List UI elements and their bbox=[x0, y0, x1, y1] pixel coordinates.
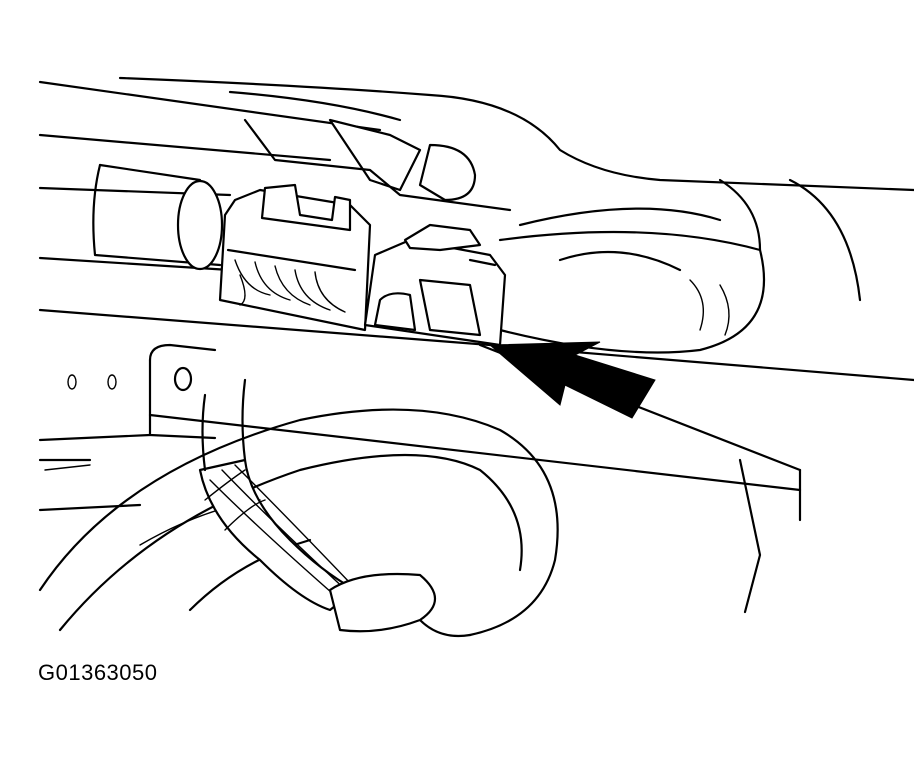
upper-harness bbox=[118, 76, 914, 614]
mounting-bracket bbox=[67, 343, 217, 392]
target-connector bbox=[363, 223, 507, 347]
harness-clip bbox=[243, 118, 512, 212]
left-tube bbox=[92, 163, 224, 271]
lower-harness-loop bbox=[38, 408, 559, 638]
main-connector bbox=[218, 183, 372, 332]
figure-id-label: G01363050 bbox=[38, 660, 158, 685]
pointer-arrow bbox=[488, 341, 656, 419]
twisted-wire-bundle bbox=[198, 378, 436, 633]
lower-frame bbox=[38, 433, 152, 512]
